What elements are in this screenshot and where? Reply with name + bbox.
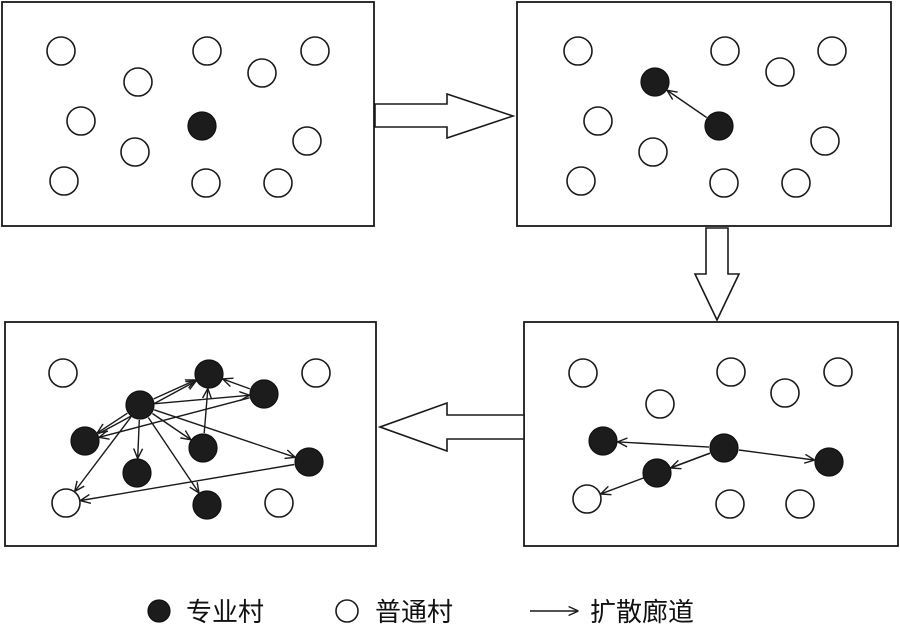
ordinary-village	[638, 137, 668, 167]
flow-arrow-down	[693, 227, 741, 322]
specialized-village	[640, 67, 670, 97]
ordinary-village	[583, 106, 613, 136]
ordinary-village	[563, 36, 593, 66]
diffusion-corridor	[75, 416, 132, 491]
ordinary-village	[810, 126, 840, 156]
legend-specialized-icon	[147, 599, 171, 623]
ordinary-village	[781, 168, 811, 198]
ordinary-village	[785, 489, 815, 519]
ordinary-village	[49, 166, 79, 196]
specialized-village	[249, 379, 279, 409]
specialized-village	[814, 447, 844, 477]
ordinary-village	[191, 168, 221, 198]
diffusion-corridor	[147, 417, 198, 493]
ordinary-village	[120, 137, 150, 167]
ordinary-village	[51, 488, 81, 518]
diffusion-corridor	[154, 395, 249, 405]
stage-2-content	[563, 36, 847, 198]
ordinary-village	[66, 106, 96, 136]
legend-ordinary-label: 普通村	[375, 598, 453, 628]
flow-arrow-left	[377, 401, 525, 453]
diffusion-corridor	[667, 91, 707, 119]
diffusion-corridor	[618, 442, 710, 448]
specialized-village	[122, 458, 152, 488]
ordinary-village	[292, 126, 322, 156]
ordinary-village	[710, 36, 740, 66]
diffusion-corridor	[223, 379, 251, 390]
ordinary-village	[263, 168, 293, 198]
ordinary-village	[765, 57, 795, 87]
specialized-village	[588, 426, 618, 456]
specialized-village	[294, 447, 324, 477]
ordinary-village	[568, 358, 598, 388]
specialized-village	[125, 390, 155, 420]
ordinary-village	[645, 389, 675, 419]
specialized-village	[709, 433, 739, 463]
ordinary-village	[817, 36, 847, 66]
ordinary-village	[716, 357, 746, 387]
ordinary-village	[566, 166, 596, 196]
specialized-village	[70, 426, 100, 456]
diffusion-corridor	[152, 412, 190, 440]
ordinary-village	[46, 36, 76, 66]
specialized-village	[704, 111, 734, 141]
specialized-village	[194, 359, 224, 389]
diffusion-corridor	[100, 397, 250, 437]
ordinary-village	[301, 358, 331, 388]
ordinary-village	[823, 357, 853, 387]
legend: 专业村 普通村 扩散廊道	[147, 598, 694, 628]
diffusion-corridor	[81, 463, 295, 501]
ordinary-village	[123, 67, 153, 97]
ordinary-village	[247, 58, 277, 88]
stage-3-content	[568, 357, 853, 519]
specialized-village	[642, 458, 672, 488]
ordinary-village	[192, 36, 222, 66]
panel-stage-3	[523, 321, 899, 547]
specialized-village	[187, 111, 217, 141]
legend-ordinary-icon	[335, 599, 359, 623]
ordinary-village	[264, 488, 294, 518]
specialized-village	[188, 433, 218, 463]
diffusion-corridor	[204, 389, 208, 434]
flow-arrow-right	[374, 92, 516, 140]
stages-layer	[46, 36, 853, 520]
legend-specialized-label: 专业村	[186, 598, 264, 628]
ordinary-village	[709, 168, 739, 198]
stage-4-content	[48, 358, 331, 520]
specialized-village	[192, 490, 222, 520]
ordinary-village	[715, 489, 745, 519]
ordinary-village	[48, 358, 78, 388]
diffusion-corridor	[98, 412, 128, 433]
legend-corridor-label: 扩散廊道	[590, 598, 694, 628]
diffusion-corridor	[153, 409, 295, 457]
ordinary-village	[572, 484, 602, 514]
diffusion-corridor	[738, 449, 814, 460]
ordinary-village	[300, 36, 330, 66]
ordinary-village	[770, 378, 800, 408]
stage-1-content	[46, 36, 330, 198]
